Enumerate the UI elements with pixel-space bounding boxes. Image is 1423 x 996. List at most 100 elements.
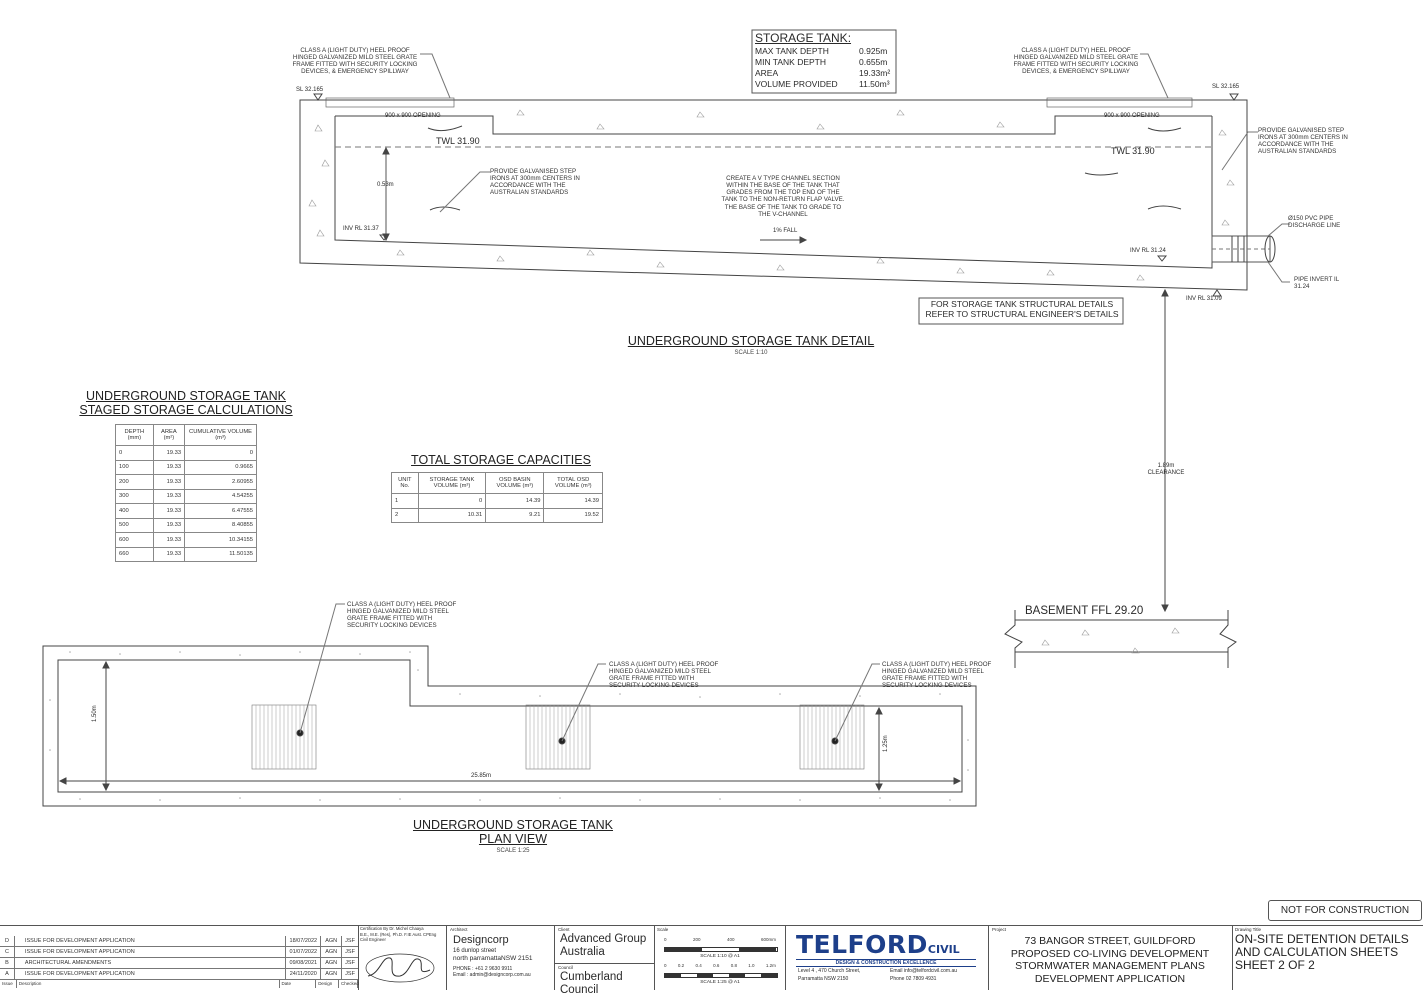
revision-date: 24/11/2020 — [286, 969, 322, 979]
project-line: STORMWATER MANAGEMENT PLANS — [1015, 960, 1205, 973]
capacities-title: TOTAL STORAGE CAPACITIES — [411, 453, 591, 467]
staged-cell: 400 — [115, 503, 154, 519]
capacities-cell: 14.39 — [543, 493, 603, 509]
capacities-cell: 10.31 — [417, 507, 487, 523]
staged-cell: 0.9665 — [184, 459, 257, 475]
inv-bottom: INV RL 31.09 — [1186, 296, 1222, 302]
plan-view — [42, 603, 977, 807]
storage-tank-row-value: 11.50m³ — [859, 78, 890, 89]
plan-width-right-label: 1.25m — [883, 735, 889, 752]
staged-title-line1: UNDERGROUND STORAGE TANK — [85, 389, 287, 403]
staged-cell: 19.33 — [152, 474, 186, 490]
storage-tank-row-label: MIN TANK DEPTH — [755, 56, 826, 67]
scale-tick-125: 0.4 — [695, 963, 702, 968]
capacities-cell: 2 — [391, 507, 419, 523]
staged-cell: 19.33 — [152, 488, 186, 504]
structural-note: FOR STORAGE TANK STRUCTURAL DETAILS REFE… — [925, 299, 1119, 319]
drawing-title-line: AND CALCULATION SHEETS — [1235, 945, 1399, 960]
staged-cell: 200 — [115, 474, 154, 490]
scale-tick-125: 0.2 — [677, 963, 685, 968]
revision-header-cell: Checked — [341, 980, 359, 988]
storage-tank-row-label: MAX TANK DEPTH — [755, 45, 829, 56]
scale-bar-125 — [664, 973, 778, 978]
drawing-title-label: Drawing Title — [1235, 927, 1262, 932]
scale-label: Scale — [657, 927, 669, 932]
revision-design: AGN — [321, 936, 343, 946]
staged-cell: 19.33 — [152, 503, 186, 519]
architect-name: Designcorp — [453, 934, 509, 947]
storage-tank-row-label: VOLUME PROVIDED — [755, 78, 838, 89]
cert-label: Certification By Dr. Michel Chaaya — [360, 926, 424, 931]
project-line: PROPOSED CO-LIVING DEVELOPMENT — [1010, 947, 1210, 960]
revision-header-cell: Date — [280, 980, 317, 988]
revision-id: B — [0, 958, 15, 968]
capacities-header-cell: OSD BASIN VOLUME (m³) — [485, 472, 545, 494]
storage-tank-row-value: 0.925m — [859, 45, 888, 56]
scale-tick-125: 1.2m — [765, 963, 776, 968]
revision-design: AGN — [321, 947, 343, 957]
staged-cell: 19.33 — [152, 517, 186, 533]
note-grate-right: CLASS A (LIGHT DUTY) HEEL PROOF HINGED G… — [1013, 47, 1139, 76]
firm-addr2: Parramatta NSW 2150 — [798, 976, 849, 982]
project-line: DEVELOPMENT APPLICATION — [1034, 972, 1186, 985]
staged-cell: 11.50135 — [184, 546, 257, 562]
plan-note-grate-1: CLASS A (LIGHT DUTY) HEEL PROOF HINGED G… — [347, 601, 457, 630]
firm-logo: TELFORDCIVIL — [796, 930, 960, 959]
architect-label: Architect — [450, 927, 468, 932]
architect-cell: Architect Designcorp 16 dunlop street no… — [446, 926, 555, 990]
staged-cell: 0 — [115, 445, 154, 461]
concrete-hatch — [308, 109, 1235, 654]
opening-left: 900 x 900 OPENING — [385, 113, 441, 119]
scale-tick-125: 0.6 — [713, 963, 720, 968]
plan-note-grate-3: CLASS A (LIGHT DUTY) HEEL PROOF HINGED G… — [882, 661, 992, 690]
sl-left: SL 32.165 — [296, 87, 324, 93]
staged-header-cell: CUMULATIVE VOLUME (m³) — [184, 424, 257, 446]
staged-cell: 2.60955 — [184, 474, 257, 490]
plan-hatch — [49, 651, 969, 801]
council-label: Council — [558, 965, 574, 970]
storage-tank-row-value: 19.33m² — [859, 67, 891, 78]
staged-title: UNDERGROUND STORAGE TANK STAGED STORAGE … — [70, 389, 302, 418]
signature-image — [365, 953, 435, 983]
revision-description: ARCHITECTURAL AMENDMENTS — [15, 958, 287, 968]
project-line: 73 BANGOR STREET, GUILDFORD — [1024, 935, 1196, 948]
firm-phone: Phone 02 7809 4931 — [890, 976, 937, 982]
drawing-title-line: ON-SITE DETENTION DETAILS — [1235, 932, 1409, 947]
revision-description: ISSUE FOR DEVELOPMENT APPLICATION — [15, 969, 287, 979]
grate-right — [1046, 97, 1193, 108]
client-name: Advanced Group Australia — [560, 933, 647, 958]
scale-tick-110: 600mm — [760, 937, 776, 942]
staged-header-cell: AREA (m²) — [152, 424, 186, 446]
plan-title: UNDERGROUND STORAGE TANK PLAN VIEW — [392, 818, 634, 847]
revision-checked: JSF — [345, 971, 355, 977]
staged-cell: 4.54255 — [184, 488, 257, 504]
plan-title-line2: PLAN VIEW — [478, 832, 548, 847]
inv-left: INV RL 31.37 — [343, 226, 379, 232]
storage-tank-title: STORAGE TANK: — [755, 31, 852, 45]
note-vchannel: CREATE A V TYPE CHANNEL SECTION WITHIN T… — [721, 175, 845, 218]
scale-bar-110 — [664, 947, 778, 952]
capacities-cell: 1 — [391, 493, 419, 509]
capacities-cell: 14.39 — [485, 493, 545, 509]
pipe-note: Ø150 PVC PIPE DISCHARGE LINE — [1288, 215, 1341, 230]
revision-header-cell: Design — [316, 980, 339, 988]
tank-cavity — [334, 116, 1213, 269]
